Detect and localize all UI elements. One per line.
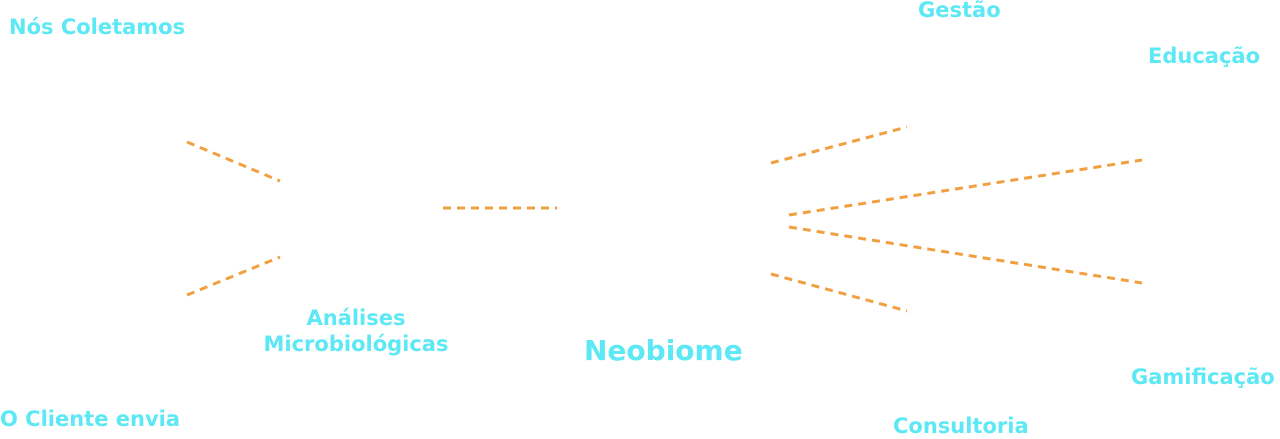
connector-neobiome-to-educacao [788,158,1143,217]
node-nos-coletamos: Nós Coletamos [9,15,186,39]
connector-neobiome-to-gestao [770,125,908,165]
node-educacao: Educação [1148,44,1260,68]
connector-cliente-to-analises [186,255,281,297]
node-analises-line1: Análises [306,306,406,330]
node-consultoria: Consultoria [893,414,1029,438]
node-neobiome: Neobiome [584,334,743,367]
node-analises-line2: Microbiológicas [263,332,449,357]
node-cliente-envia: O Cliente envia [0,407,181,431]
connector-neobiome-to-consultoria [770,272,908,313]
node-analises-microbiologicas: Análises Microbiológicas [256,305,456,358]
node-gamificacao: Gamificação [1131,365,1275,389]
connector-coleta-to-analises [186,140,281,183]
node-gestao: Gestão [918,0,1001,22]
connector-neobiome-to-gamificacao [788,225,1143,285]
